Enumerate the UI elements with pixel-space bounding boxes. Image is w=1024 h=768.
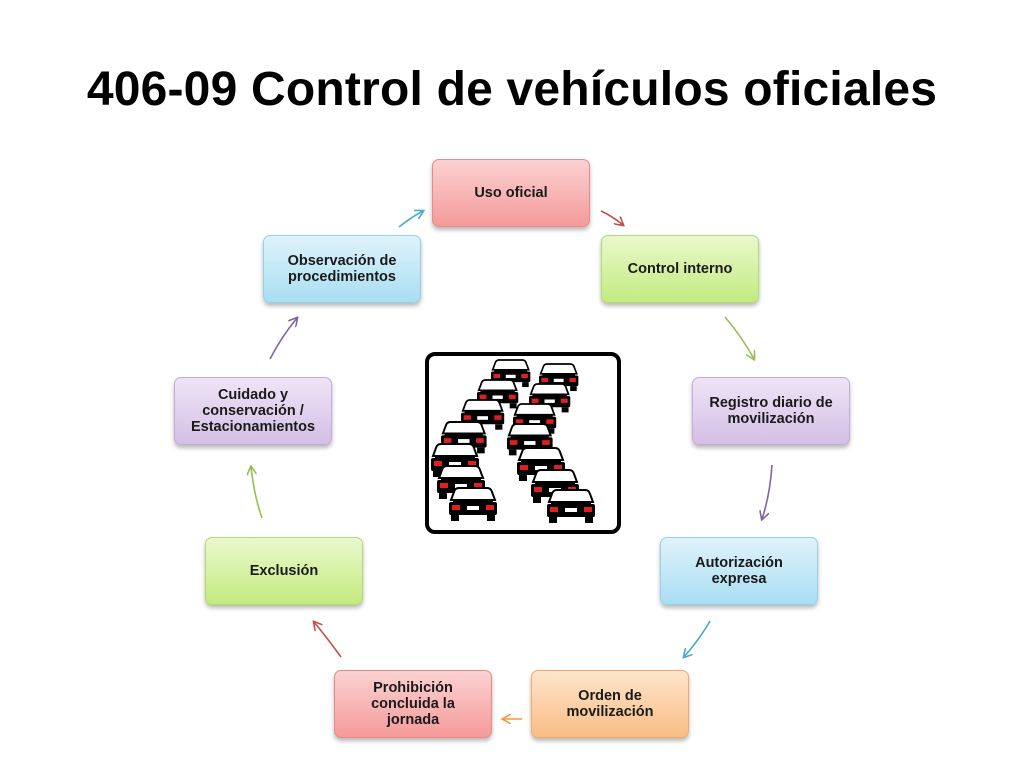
node-orden-movilizacion: Orden de movilización [531, 670, 689, 738]
arrow-uso-to-control [600, 210, 623, 225]
node-autorizacion-expresa: Autorización expresa [660, 537, 818, 605]
arrow-control-to-registro [724, 316, 754, 359]
arrow-exclusion-to-cuidado [251, 467, 263, 519]
node-observacion-procedimientos: Observación de procedimientos [263, 235, 421, 303]
node-uso-oficial: Uso oficial [432, 159, 590, 227]
node-registro-diario: Registro diario de movilización [692, 377, 850, 445]
slide-title: 406-09 Control de vehículos oficiales [86, 63, 938, 116]
node-exclusion: Exclusión [205, 537, 363, 605]
arrow-registro-to-autorizacion [762, 464, 773, 519]
arrow-prohibicion-to-exclusion [314, 622, 342, 658]
node-cuidado-conservacion: Cuidado y conservación / Estacionamiento… [174, 377, 332, 445]
node-control-interno: Control interno [601, 235, 759, 303]
arrow-autorizacion-to-orden [684, 620, 711, 657]
arrow-observacion-to-uso [398, 211, 423, 228]
traffic-jam-cars-icon [425, 352, 621, 534]
node-prohibicion-jornada: Prohibición concluida la jornada [334, 670, 492, 738]
arrow-cuidado-to-observacion [269, 318, 297, 360]
